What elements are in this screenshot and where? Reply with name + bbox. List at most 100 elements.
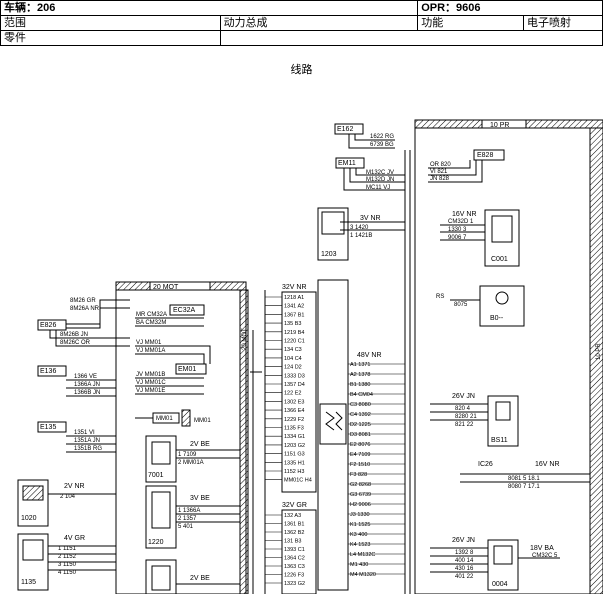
label-em01-w1: VJ MM01	[136, 340, 162, 346]
label-48v: 48V NR	[357, 352, 382, 359]
pin-label: K3 400	[350, 532, 367, 538]
label-e135-w3: 1351B RG	[74, 446, 102, 452]
pin-label: 135 B3	[284, 321, 301, 327]
label-2v-be: 2V BE	[190, 441, 210, 448]
label-c004-w1: 1392 8	[455, 550, 474, 556]
pin-label: D2 1225	[350, 422, 371, 428]
label-e136-w2: 1366A JN	[74, 382, 100, 388]
label-26v-jn: 26V JN	[452, 393, 475, 400]
label-c001-w3: 9006 7	[448, 235, 467, 241]
label-1135-w4: 4 1150	[58, 570, 77, 576]
label-7001: 7001	[148, 472, 164, 479]
label-1020: 1020	[21, 515, 37, 522]
pin-label: 1135 F3	[284, 426, 304, 432]
label-e826: E826	[40, 322, 56, 329]
pin-label: 1333 D3	[284, 373, 305, 379]
label-c001-w2: 1330 3	[448, 227, 467, 233]
label-c004-w2: 400 14	[455, 558, 474, 564]
pin-label: 1362 B2	[284, 530, 305, 536]
label-1135-w2: 2 1152	[58, 554, 77, 560]
label-mm01: MM01	[194, 418, 211, 424]
label-em11: EM11	[338, 160, 356, 167]
label-1135: 1135	[21, 579, 36, 586]
conn-20mot-label: 20 MOT	[153, 284, 179, 291]
label-ic26-w2: 8080 7 17.1	[508, 484, 540, 490]
connector-e136	[37, 365, 67, 377]
pin-label: H2 9006	[350, 502, 371, 508]
label-em11-w2: M132D JN	[366, 177, 394, 183]
label-em01-w3: JV MM01B	[136, 372, 165, 378]
label-em11-w3: MC11 VJ	[366, 185, 390, 191]
component-c001	[484, 209, 520, 267]
label-26v-jn2: 26V JN	[452, 537, 475, 544]
pin-label: E4 7109	[350, 452, 371, 458]
component-1020	[17, 479, 49, 527]
label-c001-w1: CM32D 1	[448, 219, 474, 225]
label-b0: B0--	[490, 315, 504, 322]
label-e826-w4: 8M26C OR	[60, 340, 91, 346]
label-e136-w3: 1366B JN	[74, 390, 100, 396]
pin-label: K1 1525	[350, 522, 371, 528]
label-18v: 18V BA	[530, 545, 554, 552]
label-e828: E828	[477, 152, 493, 159]
label-e135-w2: 1351A JN	[74, 438, 100, 444]
label-2v-nr: 2V NR	[64, 483, 85, 490]
pin-label: B1 1380	[350, 382, 371, 388]
label-3v-nr: 3V NR	[360, 215, 381, 222]
connector-48v-block	[317, 279, 349, 591]
label-1220-w2: 2 1357	[178, 516, 197, 522]
label-e136: E136	[40, 368, 56, 375]
label-ic26-v: 16V NR	[535, 461, 560, 468]
pin-label: 1367 B1	[284, 312, 305, 318]
label-20mot-side: 20 MOT	[242, 328, 248, 350]
component-1220	[145, 485, 177, 549]
component-b0	[479, 285, 525, 327]
connector-e826	[37, 319, 67, 331]
label-e828-w1: OR 820	[430, 162, 451, 168]
function-label: 功能	[417, 15, 525, 31]
pin-label: 1363 C3	[284, 564, 305, 570]
pin-label: 1203 G2	[284, 443, 305, 449]
label-rs-num: 8075	[454, 302, 468, 308]
label-bs11-w3: 821 22	[455, 422, 474, 428]
label-1220-w3: 5 401	[178, 524, 194, 530]
label-2v-be2: 2V BE	[190, 575, 210, 582]
component-7001	[145, 435, 177, 483]
component-bottom	[145, 559, 177, 594]
pin-label: E2 8076	[350, 442, 371, 448]
section-title: 线路	[290, 64, 313, 76]
label-c004-w3: 430 16	[455, 566, 474, 572]
label-1203-w1: 3 1420	[350, 225, 369, 231]
module-10pr-frame	[414, 127, 591, 594]
pin-label: M4 M1320	[350, 572, 376, 578]
diagram-labels: E162 1622 RG 6739 BG EM11 M132C JV M132D…	[21, 126, 602, 588]
label-e162-w2: 6739 BG	[370, 142, 394, 148]
label-18v-w1: CM32C 5	[532, 553, 558, 559]
label-ic26-w1: 8081 5 18.1	[508, 476, 540, 482]
label-mm01-box: MM01	[156, 416, 173, 422]
pin-label: M1 430	[350, 562, 368, 568]
pin-label: 1357 D4	[284, 382, 305, 388]
label-e135: E135	[40, 424, 56, 431]
label-bs11-w1: 820 4	[455, 406, 471, 412]
connector-e135	[37, 421, 67, 433]
pin-label: 1151 G3	[284, 452, 305, 458]
pin-label: F2 1510	[350, 462, 370, 468]
label-1203-w2: 1 1421B	[350, 233, 372, 239]
pin-label: 124 D2	[284, 365, 302, 371]
label-ec32a-w1: MR CM32A	[136, 312, 167, 318]
pin-label: 1229 F2	[284, 417, 304, 423]
pin-label: 104 C4	[284, 356, 302, 362]
label-bs11-w2: 8280 21	[455, 414, 477, 420]
label-em01-w4: VJ MM01C	[136, 380, 166, 386]
pin-label: 1226 F3	[284, 573, 304, 579]
pin-label: B4 CM04	[350, 392, 373, 398]
pin-label: K4 1523	[350, 542, 371, 548]
component-bs11	[487, 395, 519, 447]
pin-label: 1334 G1	[284, 434, 305, 440]
pin-label: C3 8080	[350, 402, 371, 408]
label-1135-w3: 3 1150	[58, 562, 77, 568]
label-c004-w4: 401 22	[455, 574, 474, 580]
